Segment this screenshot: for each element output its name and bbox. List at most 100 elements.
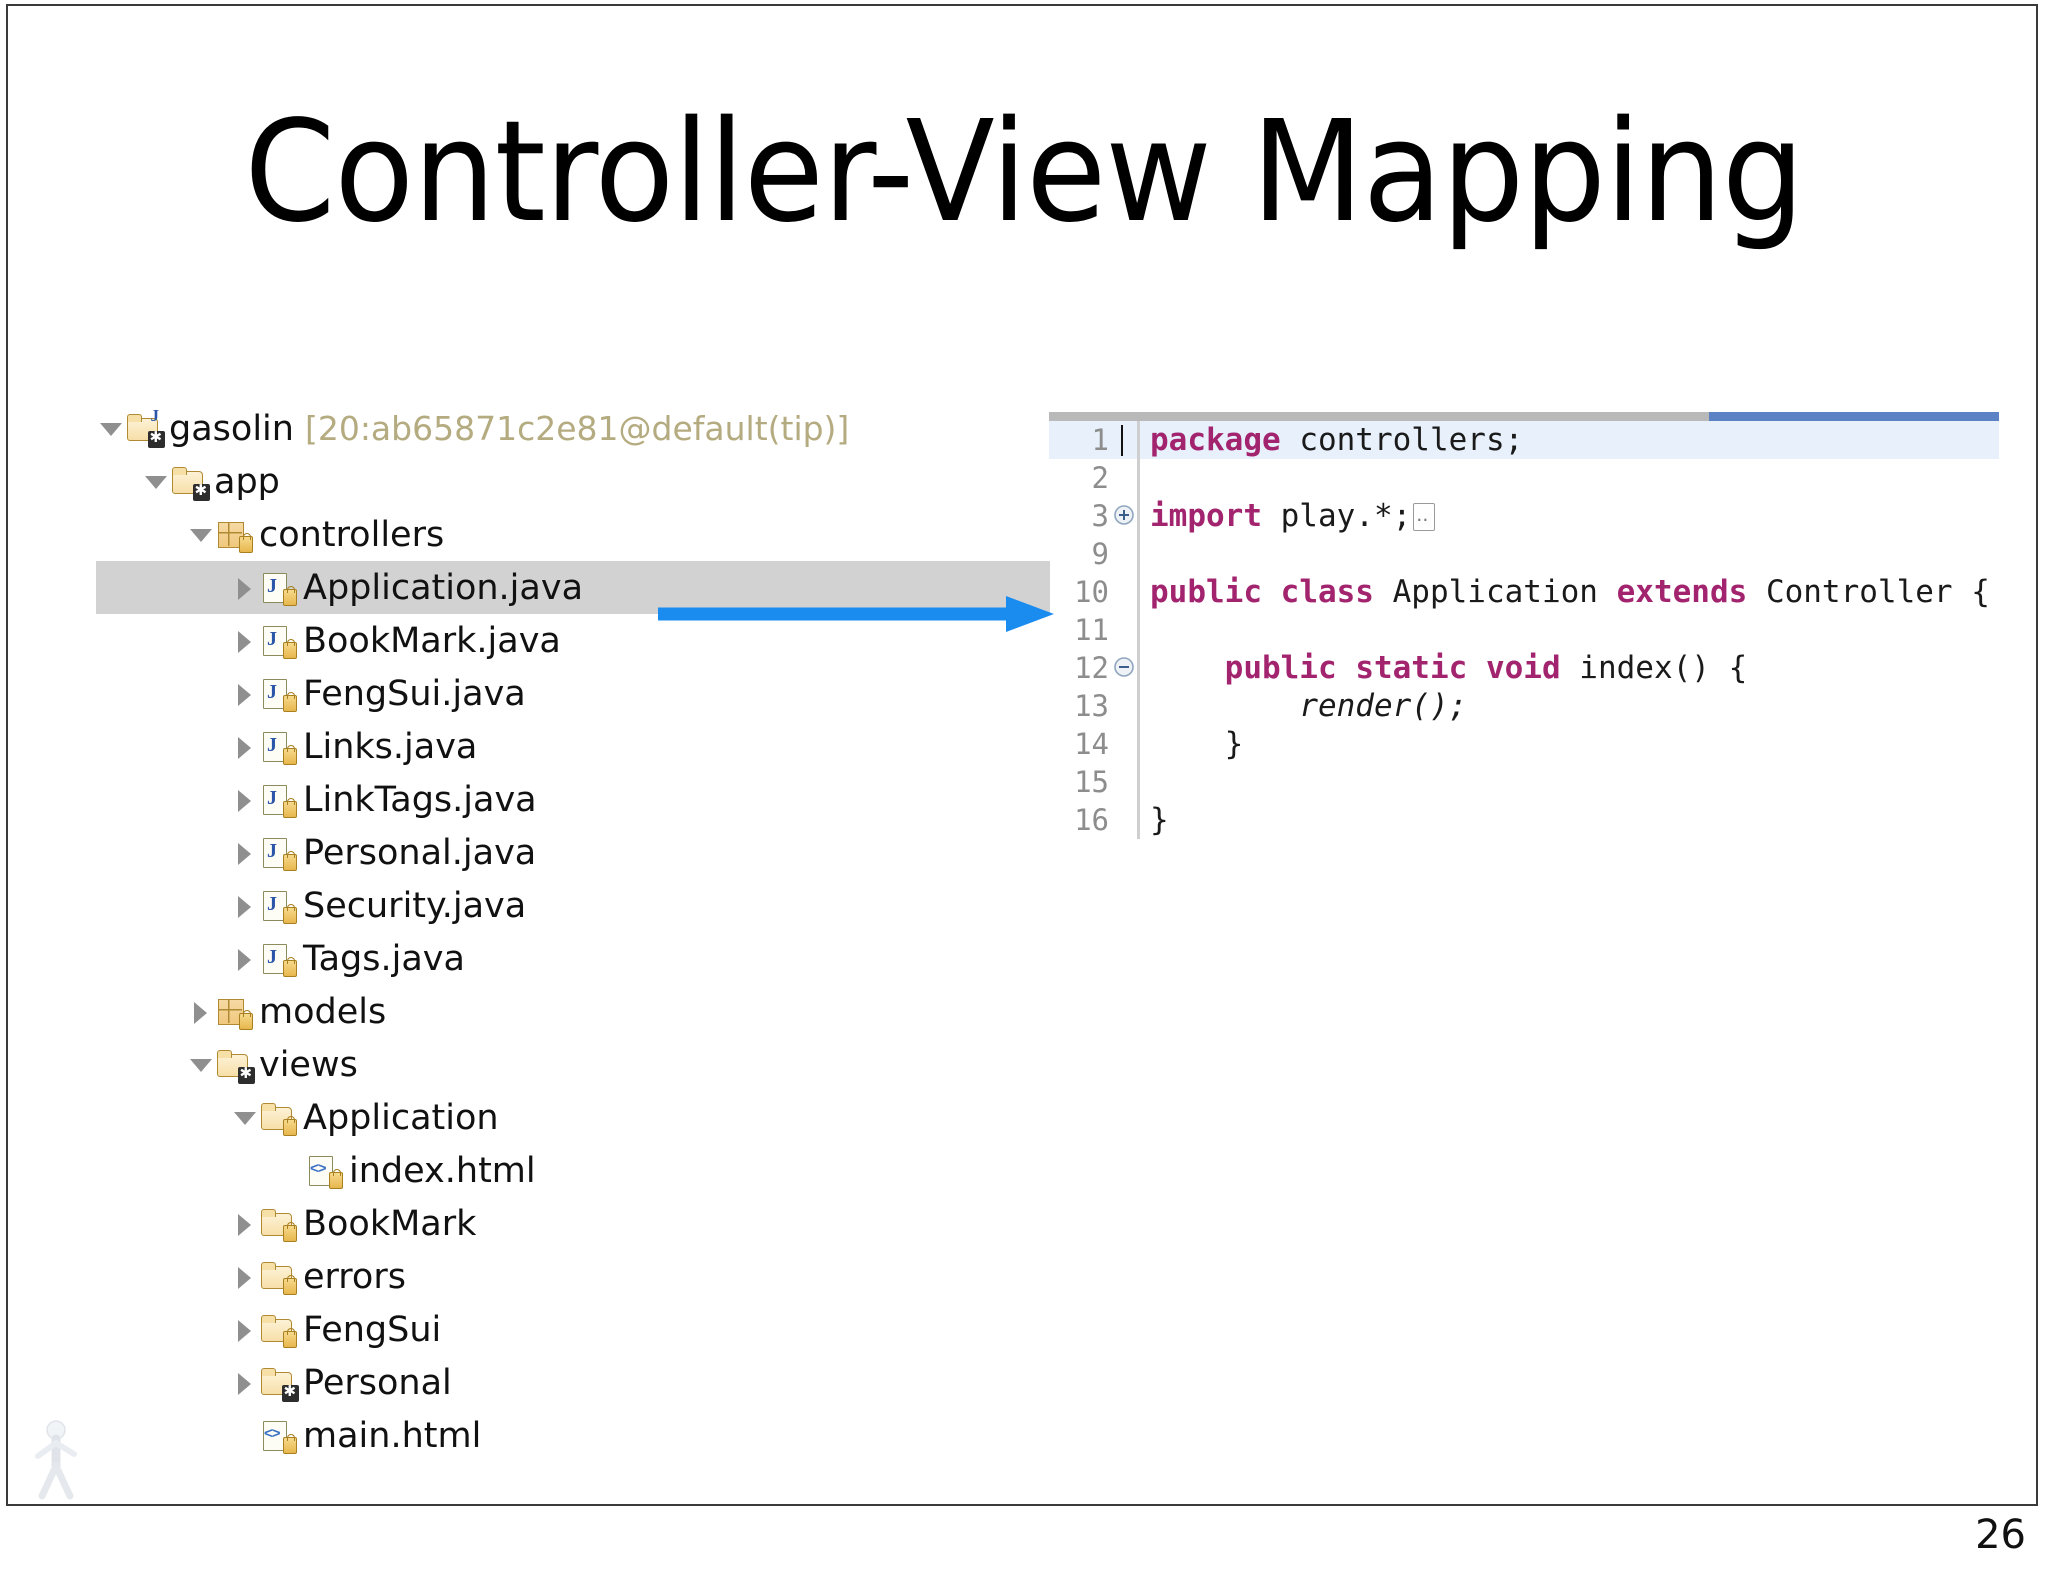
vcs-dirty-badge-icon — [238, 1064, 255, 1084]
gutter-separator — [1137, 763, 1140, 801]
line-number: 15 — [1074, 765, 1109, 799]
tree-root-revision: [20:ab65871c2e81@default(tip)] — [304, 408, 850, 448]
folder-icon — [216, 1048, 255, 1084]
tree-row-errors[interactable]: errors — [96, 1250, 936, 1303]
code-line-2[interactable]: 2 — [1049, 459, 1999, 497]
chevron-down-icon[interactable] — [186, 520, 216, 550]
code-text: render(); — [1299, 688, 1468, 724]
folder-icon — [171, 465, 210, 501]
lock-badge-icon — [283, 1327, 297, 1348]
code-line-9[interactable]: 9 — [1049, 535, 1999, 573]
gutter-separator — [1137, 801, 1140, 839]
gutter-separator — [1137, 535, 1140, 573]
chevron-down-icon[interactable] — [141, 467, 171, 497]
project-explorer-tree[interactable]: gasolin [20:ab65871c2e81@default(tip)] a… — [96, 402, 1050, 1462]
tree-row-bookmark[interactable]: BookMark — [96, 1197, 936, 1250]
chevron-down-icon[interactable] — [186, 1050, 216, 1080]
collapsed-region-icon[interactable] — [1413, 496, 1436, 534]
lock-badge-icon — [283, 585, 297, 606]
tree-row-tags-java[interactable]: Tags.java — [96, 932, 936, 985]
line-number: 14 — [1074, 727, 1109, 761]
tree-item-label: index.html — [349, 1150, 536, 1191]
java-icon — [260, 889, 297, 924]
java-icon — [260, 571, 297, 606]
line-number: 13 — [1074, 689, 1109, 723]
chevron-right-icon[interactable] — [230, 1209, 260, 1239]
tree-row-linktags-java[interactable]: LinkTags.java — [96, 773, 936, 826]
java-icon — [260, 783, 297, 818]
twisty-spacer — [230, 1421, 260, 1451]
tree-item-label: FengSui.java — [303, 673, 526, 714]
chevron-right-icon[interactable] — [230, 626, 260, 656]
chevron-right-icon[interactable] — [230, 1315, 260, 1345]
tree-item-label: models — [259, 991, 387, 1032]
chevron-down-icon[interactable] — [96, 414, 126, 444]
tree-row-personal[interactable]: Personal — [96, 1356, 936, 1409]
chevron-right-icon[interactable] — [186, 997, 216, 1027]
code-line-11[interactable]: 11 — [1049, 611, 1999, 649]
chevron-right-icon[interactable] — [230, 785, 260, 815]
chevron-right-icon[interactable] — [230, 1262, 260, 1292]
chevron-right-icon[interactable] — [230, 838, 260, 868]
line-number: 12 — [1074, 651, 1109, 685]
fold-collapse-icon[interactable] — [1111, 649, 1137, 687]
chevron-right-icon[interactable] — [230, 732, 260, 762]
lock-badge-icon — [283, 850, 297, 871]
slide-canvas: Controller-View Mapping gasolin [20:ab65… — [6, 4, 2038, 1506]
tree-item-label: FengSui — [303, 1309, 442, 1350]
line-number: 2 — [1091, 461, 1109, 495]
code-line-12[interactable]: 12 public static void index() { — [1049, 649, 1999, 687]
tree-item-label: errors — [303, 1256, 406, 1297]
editor-horizontal-scrollbar[interactable] — [1049, 412, 1999, 421]
chevron-right-icon[interactable] — [230, 679, 260, 709]
line-number: 9 — [1091, 537, 1109, 571]
lock-badge-icon — [239, 1009, 253, 1030]
tree-row-personal-java[interactable]: Personal.java — [96, 826, 936, 879]
tree-item-label: Application — [303, 1097, 499, 1138]
line-number: 11 — [1074, 613, 1109, 647]
code-line-16[interactable]: 16} — [1049, 801, 1999, 839]
tree-row-index-html[interactable]: index.html — [96, 1144, 936, 1197]
chevron-right-icon[interactable] — [230, 944, 260, 974]
code-line-15[interactable]: 15 — [1049, 763, 1999, 801]
code-text: package controllers; — [1150, 422, 1524, 458]
gutter-separator — [1137, 459, 1140, 497]
tree-row-fengsui-java[interactable]: FengSui.java — [96, 667, 936, 720]
fold-expand-icon[interactable] — [1111, 497, 1137, 535]
chevron-down-icon[interactable] — [230, 1103, 260, 1133]
lock-badge-icon — [283, 638, 297, 659]
code-line-14[interactable]: 14 } — [1049, 725, 1999, 763]
gutter-separator — [1137, 725, 1140, 763]
scrollbar-thumb[interactable] — [1709, 412, 1999, 421]
java-icon — [260, 730, 297, 765]
tree-row-application[interactable]: Application — [96, 1091, 936, 1144]
tree-item-label: views — [259, 1044, 358, 1085]
tree-row-application-java[interactable]: Application.java — [96, 561, 1050, 614]
chevron-right-icon[interactable] — [230, 891, 260, 921]
tree-item-label: Security.java — [303, 885, 527, 926]
chevron-right-icon[interactable] — [230, 573, 260, 603]
line-number: 10 — [1074, 575, 1109, 609]
code-line-13[interactable]: 13 render(); — [1049, 687, 1999, 725]
tree-item-label: BookMark — [303, 1203, 477, 1244]
tree-row-root[interactable]: gasolin [20:ab65871c2e81@default(tip)] — [96, 402, 936, 455]
tree-row-bookmark-java[interactable]: BookMark.java — [96, 614, 936, 667]
tree-row-fengsui[interactable]: FengSui — [96, 1303, 936, 1356]
tree-row-views[interactable]: views — [96, 1038, 936, 1091]
code-text: public static void index() { — [1224, 650, 1748, 686]
tree-row-app[interactable]: app — [96, 455, 936, 508]
tree-row-main-html[interactable]: main.html — [96, 1409, 936, 1462]
tree-row-controllers[interactable]: controllers — [96, 508, 936, 561]
tree-row-models[interactable]: models — [96, 985, 936, 1038]
controller-to-code-arrow — [658, 592, 1058, 636]
page-title: Controller-View Mapping — [244, 91, 1804, 254]
project-folder-icon — [126, 412, 165, 448]
tree-row-links-java[interactable]: Links.java — [96, 720, 936, 773]
tree-row-security-java[interactable]: Security.java — [96, 879, 936, 932]
chevron-right-icon[interactable] — [230, 1368, 260, 1398]
